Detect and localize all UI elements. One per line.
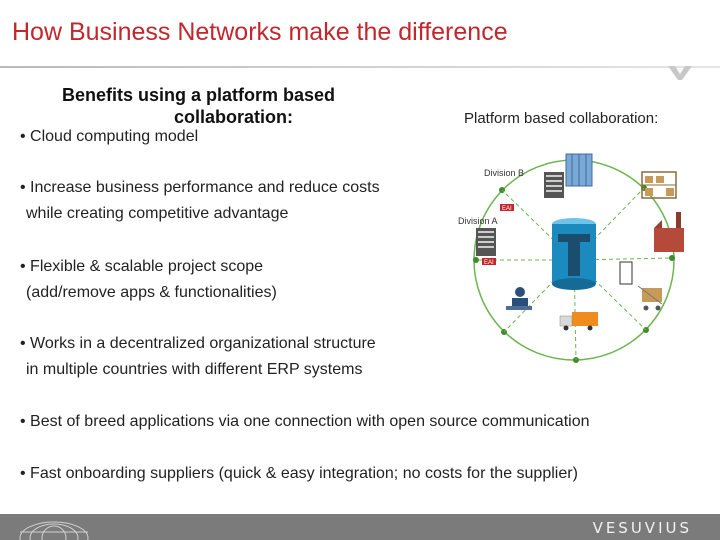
footer-bar: VESUVIUS: [0, 514, 720, 540]
vesuvius-logo-text: VESUVIUS: [592, 519, 692, 537]
bullet-text: • Cloud computing model: [20, 128, 199, 145]
title-divider: [0, 66, 720, 68]
globe-logo-icon: [19, 521, 89, 540]
bullet-text-cont: while creating competitive advantage: [26, 205, 289, 222]
central-hub-icon: [552, 218, 596, 290]
platform-heading: Platform based collaboration:: [464, 110, 659, 127]
factory-icon: [654, 212, 684, 252]
slide-title: How Business Networks make the differenc…: [12, 18, 508, 46]
bullet-text: • Best of breed applications via one con…: [20, 413, 590, 430]
shopping-cart-icon: [637, 285, 663, 311]
bullet-text-cont: in multiple countries with different ERP…: [26, 361, 363, 378]
bullet-best-of-breed: • Best of breed applications via one con…: [20, 409, 590, 435]
division-a-label: Division A: [458, 216, 498, 226]
bullet-onboarding: • Fast onboarding suppliers (quick & eas…: [20, 461, 578, 487]
eai-label-1: EAI: [502, 206, 512, 212]
benefits-heading-line1: Benefits using a platform based: [62, 85, 336, 105]
bullet-decentralized: • Works in a decentralized organizationa…: [20, 331, 376, 383]
corner-chevron-icon: [668, 66, 692, 80]
bullet-text: • Increase business performance and redu…: [20, 179, 380, 196]
bullet-text: • Fast onboarding suppliers (quick & eas…: [20, 465, 578, 482]
division-a-server-icon: [476, 228, 496, 256]
warehouse-shelves-icon: [641, 171, 677, 199]
bullet-text-cont: (add/remove apps & functionalities): [26, 284, 277, 301]
bullet-text: • Works in a decentralized organizationa…: [20, 335, 376, 352]
bullet-flexible: • Flexible & scalable project scope (add…: [20, 254, 277, 306]
division-b-server-icon: [544, 172, 564, 198]
bullet-text: • Flexible & scalable project scope: [20, 258, 264, 275]
delivery-truck-icon: [559, 312, 598, 331]
mobile-device-icon: [619, 261, 633, 285]
person-at-desk-icon: [506, 287, 532, 310]
eai-tag-2: [482, 258, 496, 265]
bullet-cloud: • Cloud computing model: [20, 124, 198, 150]
platform-diagram: Division B Division A EAI EAI: [458, 153, 684, 363]
bullet-performance: • Increase business performance and redu…: [20, 175, 380, 227]
benefits-heading: Benefits using a platform based collabor…: [62, 84, 335, 128]
eai-label-2: EAI: [484, 260, 494, 266]
office-building-icon: [565, 153, 593, 187]
benefits-heading-line2: collaboration:: [174, 107, 294, 127]
eai-tag-1: [500, 204, 514, 211]
division-b-label: Division B: [484, 168, 524, 178]
